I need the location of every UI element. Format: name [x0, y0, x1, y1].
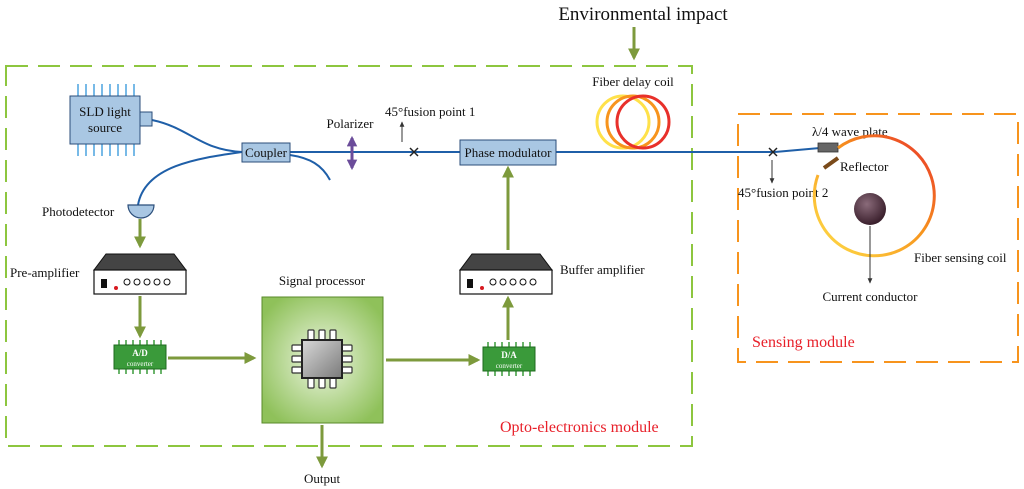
reflector-label: Reflector: [840, 159, 889, 174]
environmental-impact-title: Environmental impact: [558, 4, 728, 25]
coupler-open-fiber: [289, 154, 331, 181]
sensing-module-label: Sensing module: [752, 334, 855, 351]
pre-amplifier-label: Pre-amplifier: [10, 265, 80, 280]
buffer-amplifier: Buffer amplifier: [459, 253, 645, 295]
polarizer-label: Polarizer: [327, 116, 375, 131]
da-converter: D/A converter: [482, 342, 536, 376]
opto-electronics-module-label: Opto-electronics module: [500, 419, 659, 436]
sld-light-source: SLD light source: [69, 84, 153, 156]
signal-processor: Signal processor: [261, 273, 384, 424]
polarizer: Polarizer: [327, 116, 375, 171]
waveplate: λ/4 wave plate: [812, 124, 888, 153]
fusion-point-2: 45°fusion point 2: [738, 147, 828, 200]
coupler: Coupler: [241, 142, 291, 163]
phase-modulator: Phase modulator: [459, 139, 557, 166]
fiber-delay-coil-label: Fiber delay coil: [592, 74, 674, 89]
fusion-point-1: 45°fusion point 1: [385, 104, 475, 157]
sensing-coil-label: Fiber sensing coil: [914, 250, 1007, 265]
sld-label-line1: SLD light: [79, 104, 131, 119]
da-converter-label-top: D/A: [501, 350, 517, 360]
fiber-delay-coil: Fiber delay coil: [592, 74, 674, 150]
sensing-module-border: [737, 113, 1019, 363]
reflector: Reflector: [822, 156, 889, 174]
fiber-sensing-coil: Fiber sensing coil: [812, 134, 1007, 265]
buffer-amplifier-label: Buffer amplifier: [560, 262, 645, 277]
processor-chip: [291, 329, 353, 389]
coupler-label: Coupler: [245, 145, 288, 160]
phase-modulator-label: Phase modulator: [464, 145, 552, 160]
sld-fiber: [151, 119, 243, 153]
ad-converter-label-top: A/D: [132, 348, 148, 358]
opto-electronics-module-border: [5, 65, 693, 447]
signal-processor-label: Signal processor: [279, 273, 366, 288]
fusion-point-2-label: 45°fusion point 2: [738, 185, 828, 200]
current-conductor: Current conductor: [823, 193, 919, 304]
pre-amplifier: Pre-amplifier: [10, 253, 187, 295]
da-converter-label-bottom: converter: [496, 362, 523, 370]
photodetector-fiber: [137, 151, 243, 206]
photodetector-label: Photodetector: [42, 204, 115, 219]
sld-label-line2: source: [88, 120, 122, 135]
output-label: Output: [304, 471, 341, 486]
ad-converter: A/D converter: [113, 340, 167, 374]
fusion-point-1-label: 45°fusion point 1: [385, 104, 475, 119]
conductor-label: Current conductor: [823, 289, 919, 304]
photodetector: Photodetector: [42, 204, 155, 219]
ad-converter-label-bottom: converter: [127, 360, 154, 368]
fiber-to-waveplate: [774, 147, 821, 153]
